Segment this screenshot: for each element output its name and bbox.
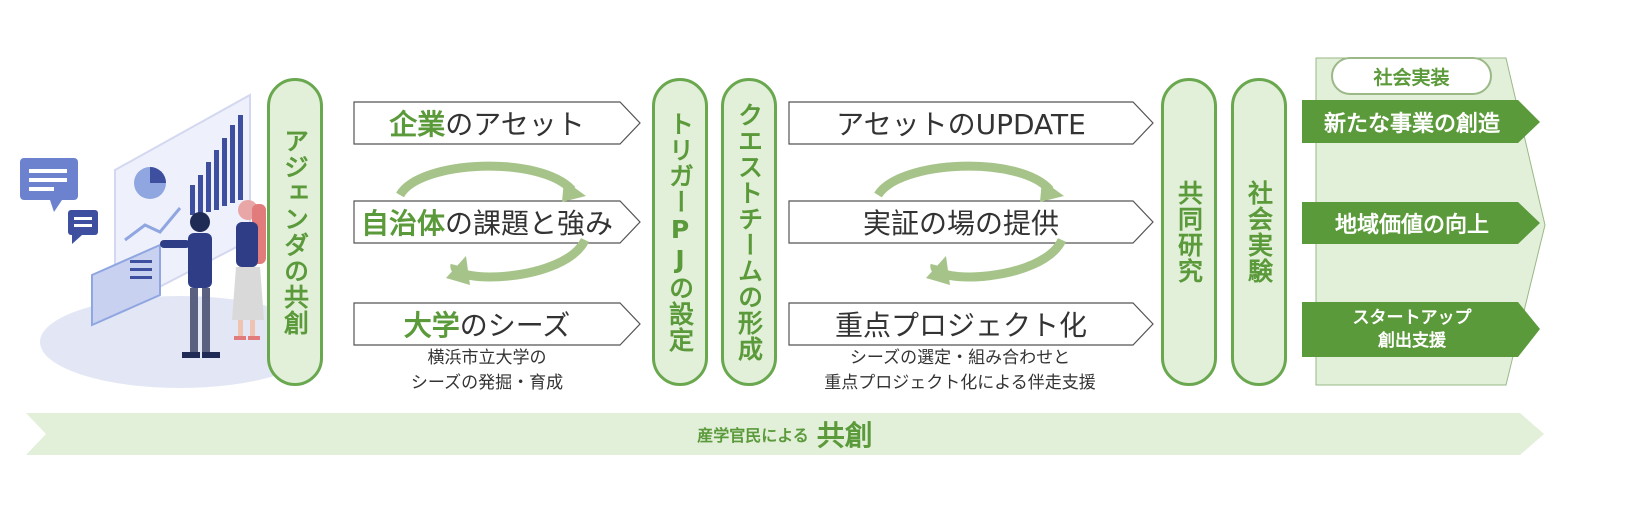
arrow-box-municipality [353, 200, 641, 244]
pill-quest: クエストチームの形成 [721, 78, 777, 386]
bottom-banner-shape [26, 413, 1544, 455]
pill-joint-research: 共同研究 [1161, 78, 1217, 386]
bottom-banner-emphasis: 共創 [816, 419, 873, 452]
pie-chart-icon [134, 167, 166, 199]
outcome-arrow-regional-value [1302, 202, 1540, 244]
business-illustration [20, 93, 280, 388]
arrow-box-update [788, 101, 1154, 145]
bottom-banner: 産学官民による 共創 [26, 413, 1544, 455]
outcome-header: 社会実装 [1331, 57, 1492, 95]
arrow-box-university [353, 302, 641, 346]
pill-agenda: アジェンダの共創 [267, 78, 323, 386]
line-chart-icon [124, 207, 182, 242]
small-board [91, 243, 161, 327]
arrow-box-demo [788, 200, 1154, 244]
pill-quest-label: クエストチームの形成 [734, 102, 764, 362]
bar-graph-icon [190, 115, 243, 215]
businesswoman-figure [232, 200, 266, 340]
mid-caption-line2: 重点プロジェクト化による伴走支援 [824, 373, 1096, 393]
businessman-figure [160, 212, 220, 358]
chat-bubble-small-icon [68, 210, 98, 244]
pill-joint-research-label: 共同研究 [1174, 180, 1204, 284]
left-caption-line2: シーズの発掘・育成 [410, 373, 564, 393]
chat-bubble-icon [20, 158, 78, 212]
pill-trigger: トリガーPJの設定 [652, 78, 708, 386]
mid-caption: シーズの選定・組み合わせと 重点プロジェクト化による伴走支援 [770, 346, 1150, 396]
left-caption: 横浜市立大学の シーズの発掘・育成 [354, 346, 620, 396]
left-caption-line1: 横浜市立大学の [427, 348, 547, 368]
outcome-arrow-new-business [1302, 100, 1540, 143]
bottom-banner-prefix: 産学官民による [697, 426, 809, 445]
pill-agenda-label: アジェンダの共創 [280, 128, 310, 336]
pill-social-experiment-label: 社会実験 [1244, 180, 1274, 284]
arrow-box-company [353, 101, 641, 145]
pill-trigger-label: トリガーPJの設定 [665, 111, 695, 353]
arrow-box-priority [788, 302, 1154, 346]
mid-caption-line1: シーズの選定・組み合わせと [849, 348, 1071, 368]
outcome-arrow-startup [1302, 302, 1540, 357]
pill-social-experiment: 社会実験 [1231, 78, 1287, 386]
